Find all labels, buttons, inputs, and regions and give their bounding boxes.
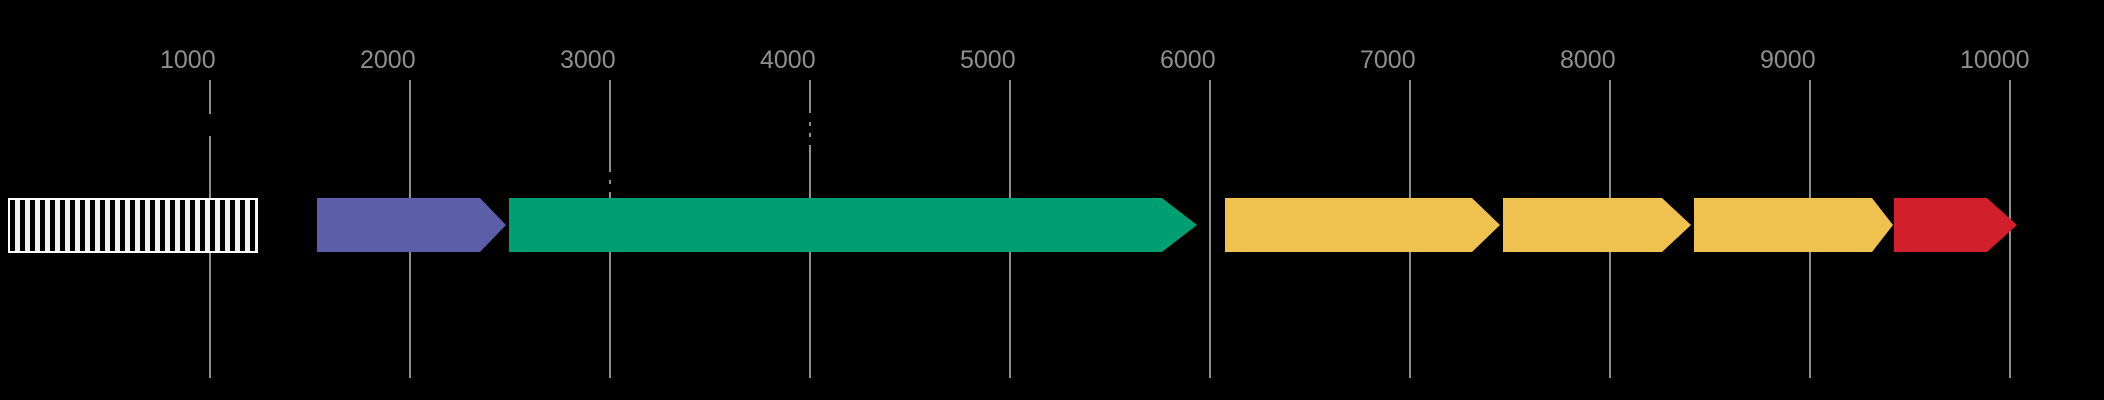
gridline-break bbox=[608, 172, 613, 180]
gene-arrow-3 bbox=[509, 198, 1197, 252]
gene-arrow-5 bbox=[1503, 198, 1691, 252]
tick-label-1000: 1000 bbox=[160, 46, 216, 74]
gridline-break bbox=[608, 184, 613, 192]
gridline-break bbox=[208, 114, 213, 136]
tick-label-6000: 6000 bbox=[1160, 46, 1216, 74]
tick-label-7000: 7000 bbox=[1360, 46, 1416, 74]
tick-label-5000: 5000 bbox=[960, 46, 1016, 74]
gridline-break bbox=[808, 137, 813, 145]
gridline-6000 bbox=[1209, 80, 1211, 378]
gene-arrow-7 bbox=[1894, 198, 2017, 252]
tick-label-10000: 10000 bbox=[1960, 46, 2030, 74]
gene-arrow-4 bbox=[1225, 198, 1500, 252]
gene-arrow-2 bbox=[317, 198, 506, 252]
tick-label-4000: 4000 bbox=[760, 46, 816, 74]
gridline-break bbox=[808, 126, 813, 133]
tick-label-3000: 3000 bbox=[560, 46, 616, 74]
gene-arrow-6 bbox=[1694, 198, 1893, 252]
tick-label-2000: 2000 bbox=[360, 46, 416, 74]
hatched-feature bbox=[8, 198, 258, 253]
tick-label-9000: 9000 bbox=[1760, 46, 1816, 74]
tick-label-8000: 8000 bbox=[1560, 46, 1616, 74]
gridline-break bbox=[808, 113, 813, 122]
